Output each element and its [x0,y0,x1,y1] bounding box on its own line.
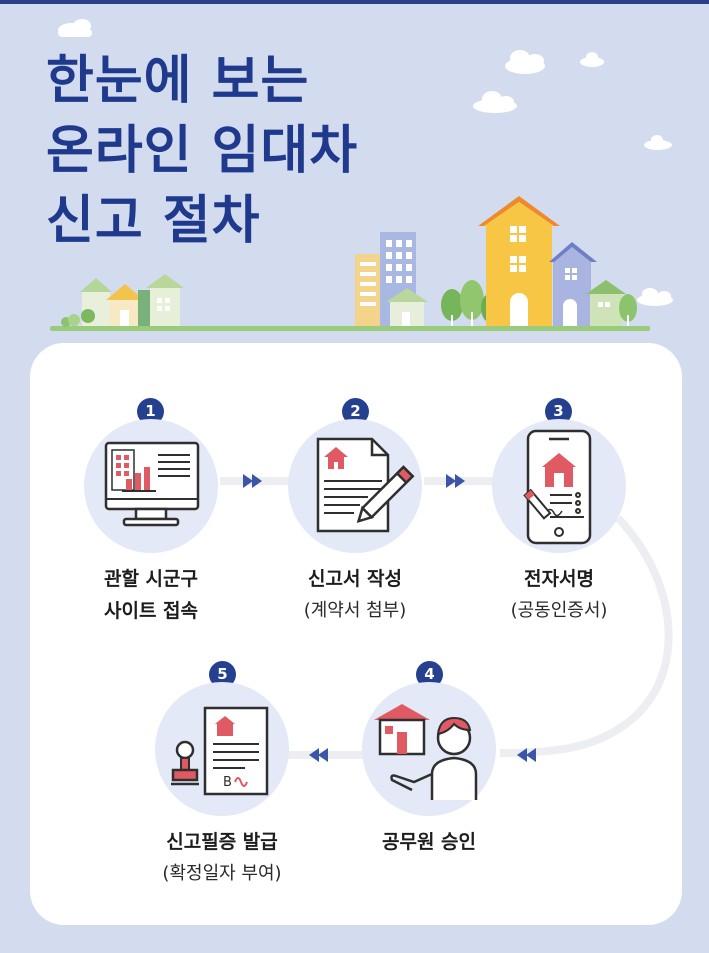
process-card: 1 관할 시군구 사이트 접속 2 [30,343,682,925]
arrow-left-icon [309,748,536,762]
city-skyline-illustration [50,19,673,331]
smartphone-signature-icon [523,429,592,545]
step-4-title: 공무원 승인 [381,831,476,853]
step-3-label: 전자서명 (공동인증서) [459,563,659,627]
step-3-title: 전자서명 [524,568,594,590]
step-2-subtitle: (계약서 첨부) [303,600,407,621]
top-accent-bar [0,0,709,4]
step-5-subtitle: (확정일자 부여) [162,863,282,884]
step-1-title-line1: 관할 시군구 [103,568,198,590]
document-pen-icon [316,437,415,533]
step-2-title: 신고서 작성 [307,568,402,590]
process-flow-connectors [220,474,673,762]
cloud-icon [58,19,673,306]
step-1-icon-circle [84,419,218,553]
svg-text:B: B [223,775,232,790]
step-5-label: 신고필증 발급 (확정일자 부여) [122,826,322,890]
step-5-icon-circle: B [155,682,289,816]
step-3-subtitle: (공동인증서) [510,600,608,621]
step-3-icon-circle [492,419,626,553]
title-line-2: 온라인 임대차 [46,121,359,181]
title-line-3: 신고 절차 [46,191,261,251]
title-line-1: 한눈에 보는 [46,51,310,111]
certificate-stamp-icon: B [171,706,269,796]
step-4-label: 공무원 승인 [329,826,529,858]
step-4-icon-circle [362,682,496,816]
step-1-label: 관할 시군구 사이트 접속 [51,563,251,627]
step-2-icon-circle [288,419,422,553]
step-5-title: 신고필증 발급 [166,831,278,853]
page-title: 한눈에 보는 온라인 임대차 신고 절차 [46,46,358,256]
computer-monitor-chart-icon [104,441,200,527]
arrow-right-icon [243,474,465,488]
step-1-title-line2: 사이트 접속 [103,600,198,622]
step-2-label: 신고서 작성 (계약서 첨부) [255,563,455,627]
officer-house-icon [374,704,478,800]
